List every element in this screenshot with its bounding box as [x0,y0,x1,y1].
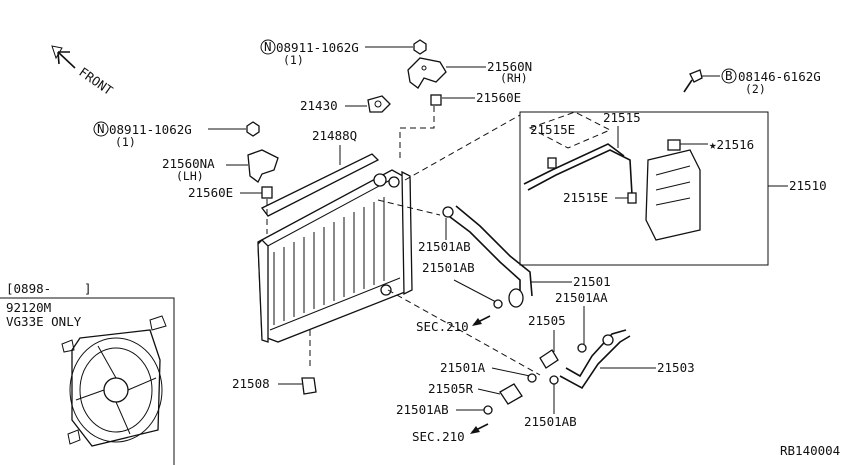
svg-text:21488Q: 21488Q [312,128,357,143]
svg-text:21501AB: 21501AB [396,402,449,417]
inset-note: VG33E ONLY [6,314,82,329]
front-label: FRONT [76,64,116,98]
svg-text:08146-6162G: 08146-6162G [738,69,821,84]
svg-text:SEC.210: SEC.210 [416,319,469,334]
seal-21488Q: 21488Q [261,128,380,217]
svg-text:21560NA: 21560NA [162,156,215,171]
svg-text:21560E: 21560E [476,90,521,105]
svg-text:21560E: 21560E [188,185,233,200]
hose-21503: 21501AA 21505 21503 [528,290,695,390]
sec210-ref-2: SEC.210 [412,423,489,444]
inset-date: [0898- [6,281,51,296]
svg-text:21515E: 21515E [530,122,575,137]
bolt-top-nut [413,39,427,55]
svg-text:21560N: 21560N [487,59,532,74]
svg-text:21510: 21510 [789,178,827,193]
svg-text:21430: 21430 [300,98,338,113]
svg-text:21501: 21501 [573,274,611,289]
svg-text:★21516: ★21516 [709,137,754,152]
svg-text:(2): (2) [745,82,766,96]
hose-21501: 21501AB 21501AB 21501 [418,205,611,309]
bracket-21560NA: 21560NA (LH) [162,149,279,183]
svg-text:SEC.210: SEC.210 [412,429,465,444]
svg-text:21505R: 21505R [428,381,474,396]
radiator [257,169,413,343]
lower-fittings: 21501A 21505R 21501AB 21501AB [396,360,577,429]
bracket-21560N: 21560N (RH) [407,57,532,89]
drain-21508: 21508 [232,376,317,395]
svg-text:21503: 21503 [657,360,695,375]
svg-text:08911-1062G: 08911-1062G [109,122,192,137]
callout-bolt-top: N 08911-1062G (1) [260,39,427,67]
svg-text:N: N [264,39,272,54]
inset-part: 92120M [6,300,51,315]
cap-21430: 21430 [300,95,391,113]
callout-bolt-right: B 08146-6162G (2) [683,68,821,96]
svg-text:21501AB: 21501AB [418,239,471,254]
svg-text:21501A: 21501A [440,360,486,375]
svg-text:21501AB: 21501AB [524,414,577,429]
sec210-ref-1: SEC.210 [416,315,491,334]
ref-code: RB140004 [780,443,840,458]
svg-text:21501AB: 21501AB [422,260,475,275]
grommet-21560E-left: 21560E [188,185,273,234]
svg-text:(LH): (LH) [176,169,204,183]
front-arrow: FRONT [51,45,116,98]
grommet-21560E-top: 21560E [399,90,521,160]
reservoir-box: 21510 21515E 21515 ★21516 21515E [519,110,827,266]
inset-fan: [0898- ] 92120M VG33E ONLY [0,281,175,465]
svg-text:B: B [725,68,733,83]
svg-text:21505: 21505 [528,313,566,328]
bolt-top-code: 08911-1062G [276,40,359,55]
callout-bolt-left: N 08911-1062G (1) [93,121,260,149]
radiator-fins [273,197,385,325]
svg-text:N: N [97,121,105,136]
svg-text:(RH): (RH) [500,71,528,85]
svg-text:21508: 21508 [232,376,270,391]
svg-text:21515E: 21515E [563,190,608,205]
svg-text:]: ] [84,281,92,296]
svg-text:(1): (1) [115,135,136,149]
svg-text:21501AA: 21501AA [555,290,608,305]
svg-text:21515: 21515 [603,110,641,125]
bolt-top-qty: (1) [283,53,304,67]
